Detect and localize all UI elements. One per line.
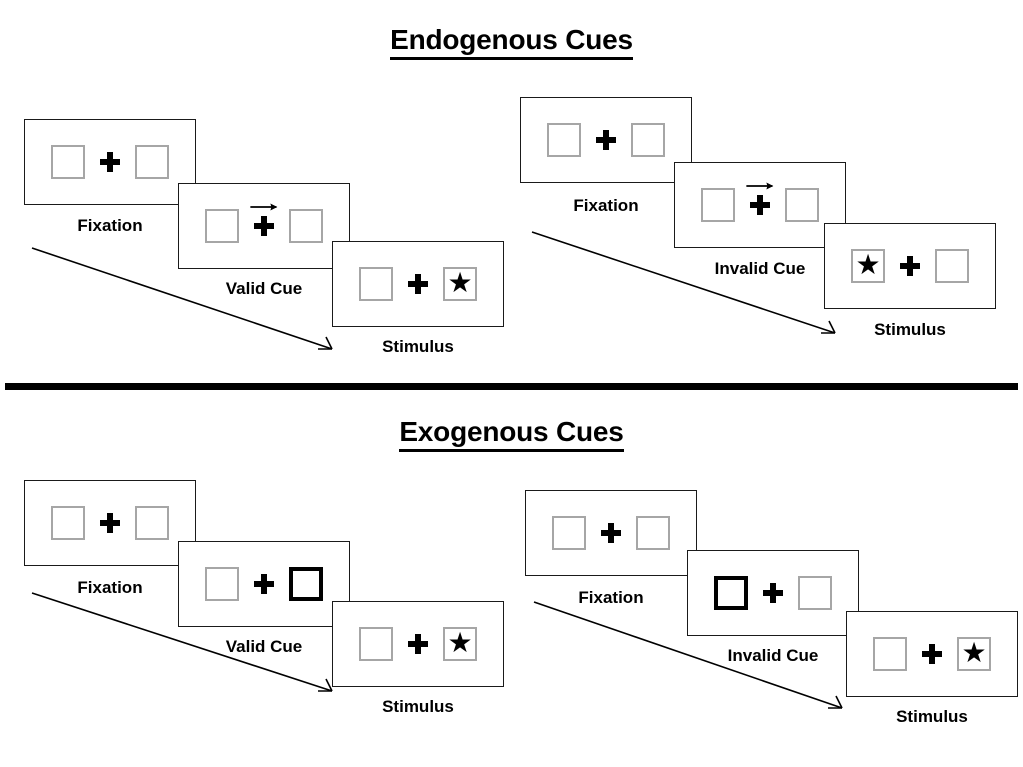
frame-content [547, 123, 665, 157]
left-placeholder-square [547, 123, 581, 157]
frame-label-invalid-cue: Invalid Cue [714, 259, 806, 278]
arrow-right-icon [744, 178, 778, 192]
section-title-endogenous: Endogenous Cues [0, 24, 1023, 60]
cluster-endogenous-valid: Fixation [0, 0, 512, 356]
fixation-plus-icon [253, 572, 275, 596]
frame-label-fixation: Fixation [578, 588, 644, 607]
frame-content: ★ [873, 637, 991, 671]
right-placeholder-square [798, 576, 832, 610]
right-target-square: ★ [443, 267, 477, 301]
frame-content [51, 145, 169, 179]
left-placeholder-square [359, 627, 393, 661]
frame-label-stimulus: Stimulus [896, 707, 968, 726]
section-title-endogenous-text: Endogenous Cues [390, 24, 633, 60]
left-placeholder-square [701, 188, 735, 222]
frame-label-invalid-cue: Invalid Cue [727, 646, 819, 665]
cluster-exogenous-valid: Fixation Valid Cue [0, 392, 512, 732]
frame-content: ★ [359, 627, 477, 661]
frame-content: ★ [359, 267, 477, 301]
frame-fixation[interactable] [525, 490, 697, 576]
left-placeholder-square [873, 637, 907, 671]
frame-fixation[interactable] [520, 97, 692, 183]
frame-content [714, 576, 832, 610]
frame-label-stimulus: Stimulus [382, 697, 454, 716]
right-placeholder-square [785, 188, 819, 222]
section-divider [5, 383, 1018, 390]
fixation-plus-icon [746, 182, 774, 217]
section-exogenous: Exogenous Cues Fixation [0, 392, 1023, 767]
left-placeholder-square [205, 567, 239, 601]
frame-label-stimulus: Stimulus [382, 337, 454, 356]
right-target-square: ★ [443, 627, 477, 661]
right-target-square: ★ [957, 637, 991, 671]
right-placeholder-square [631, 123, 665, 157]
frame-stimulus[interactable]: ★ [824, 223, 996, 309]
right-cued-square [289, 567, 323, 601]
frame-content [205, 203, 323, 243]
frame-content [205, 567, 323, 601]
left-placeholder-square [552, 516, 586, 550]
fixation-plus-icon [762, 581, 784, 605]
frame-content [701, 182, 819, 222]
fixation-plus-icon [99, 511, 121, 535]
frame-content: ★ [851, 249, 969, 283]
frame-label-fixation: Fixation [77, 216, 143, 235]
right-placeholder-square [935, 249, 969, 283]
fixation-plus-icon [921, 642, 943, 666]
left-cued-square [714, 576, 748, 610]
frame-label-stimulus: Stimulus [874, 320, 946, 339]
arrow-right-icon [248, 199, 282, 213]
frame-fixation[interactable] [24, 119, 196, 205]
left-placeholder-square [51, 145, 85, 179]
frame-stimulus[interactable]: ★ [332, 601, 504, 687]
fixation-plus-icon [250, 203, 278, 238]
frame-label-valid-cue: Valid Cue [225, 637, 303, 656]
left-target-square: ★ [851, 249, 885, 283]
star-icon: ★ [447, 627, 473, 658]
frame-fixation[interactable] [24, 480, 196, 566]
frame-stimulus[interactable]: ★ [332, 241, 504, 327]
right-placeholder-square [135, 506, 169, 540]
frame-stimulus[interactable]: ★ [846, 611, 1018, 697]
fixation-plus-icon [99, 150, 121, 174]
frame-invalid-cue[interactable] [674, 162, 846, 248]
frame-content [552, 516, 670, 550]
frame-invalid-cue[interactable] [687, 550, 859, 636]
right-placeholder-square [636, 516, 670, 550]
left-placeholder-square [205, 209, 239, 243]
star-icon: ★ [961, 637, 987, 668]
cluster-endogenous-invalid: Fixation [511, 0, 1023, 340]
star-icon: ★ [855, 249, 881, 280]
section-title-exogenous: Exogenous Cues [0, 416, 1023, 452]
cluster-exogenous-invalid: Fixation Invalid Cue [511, 392, 1023, 732]
frame-label-valid-cue: Valid Cue [225, 279, 303, 298]
fixation-plus-icon [600, 521, 622, 545]
section-title-exogenous-text: Exogenous Cues [399, 416, 624, 452]
frame-label-fixation: Fixation [77, 578, 143, 597]
fixation-plus-icon [595, 128, 617, 152]
frame-valid-cue[interactable] [178, 541, 350, 627]
right-placeholder-square [135, 145, 169, 179]
section-endogenous: Endogenous Cues Fixation [0, 0, 1023, 356]
star-icon: ★ [447, 267, 473, 298]
fixation-plus-icon [407, 632, 429, 656]
left-placeholder-square [359, 267, 393, 301]
frame-content [51, 506, 169, 540]
frame-label-fixation: Fixation [573, 196, 639, 215]
frame-valid-cue[interactable] [178, 183, 350, 269]
fixation-plus-icon [899, 254, 921, 278]
left-placeholder-square [51, 506, 85, 540]
right-placeholder-square [289, 209, 323, 243]
fixation-plus-icon [407, 272, 429, 296]
